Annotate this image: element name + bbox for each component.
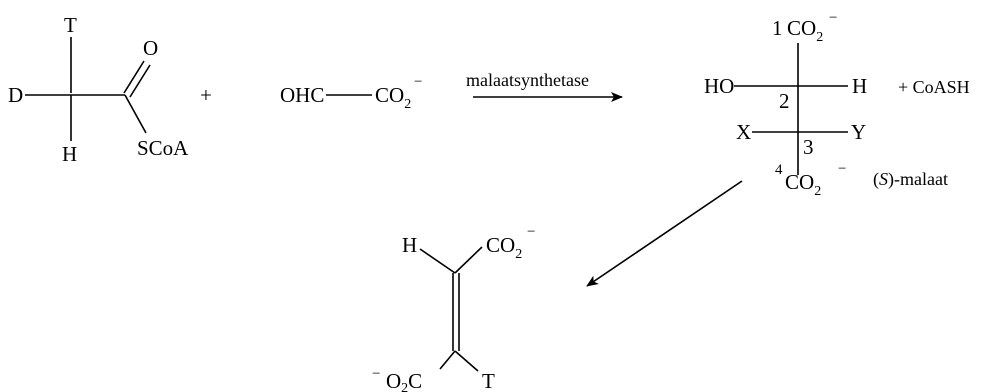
enzyme-label: malaatsynthetase — [466, 70, 589, 90]
fumarate-bottom-left-group: O2C — [386, 369, 422, 392]
bond-carbonyl-o-1 — [123, 60, 145, 94]
acetyl-atom-d: D — [8, 83, 23, 107]
acetyl-carbonyl-o: O — [143, 36, 158, 60]
s-malaat-label: (S)-malaat — [873, 169, 948, 190]
acetyl-thioester-scoa: SCoA — [137, 136, 189, 160]
bond-carbonyl-s — [124, 94, 147, 134]
malate-c1-charge: − — [829, 10, 837, 26]
acetyl-atom-t: T — [64, 13, 77, 37]
plus-sign-1: + — [200, 83, 212, 107]
fumarate-bond-h — [419, 248, 456, 274]
fumarate-bond-co2-top — [454, 246, 483, 274]
fumarate-bottom-left-charge: − — [372, 366, 380, 382]
malate-c1-number: 1 — [772, 16, 783, 40]
malate-c2-right: H — [852, 74, 867, 98]
malate-c2-number: 2 — [779, 89, 790, 113]
coash-product: + CoASH — [898, 77, 970, 97]
fumarate-structure: H CO2 − − O2C T — [372, 224, 535, 392]
fumarate-bottom-right-t: T — [482, 369, 495, 392]
malate-c3-right: Y — [851, 120, 866, 144]
malate-c4-charge: − — [838, 161, 846, 177]
malate-c4-number: 4 — [775, 162, 783, 178]
malate-structure: 1 CO2 − HO 2 H X 3 Y 4 CO2 − — [704, 10, 867, 199]
acetyl-atom-h: H — [62, 142, 77, 166]
fumarate-bond-co2-bottom — [439, 350, 456, 370]
bond-carbonyl-o-2 — [129, 64, 151, 98]
malate-c4-group: CO2 — [785, 170, 821, 199]
fumarate-top-right-charge: − — [527, 224, 535, 240]
fumarate-bond-t — [454, 350, 479, 372]
glyoxylate-aldehyde: OHC — [280, 83, 324, 107]
elimination-arrow — [586, 180, 743, 287]
malate-c3-number: 3 — [803, 135, 814, 159]
fumarate-top-right-group: CO2 — [486, 233, 522, 262]
malate-c1-group: CO2 — [787, 16, 823, 45]
glyoxylate-charge: − — [414, 74, 422, 90]
malate-c2-left: HO — [704, 74, 734, 98]
malate-c3-left: X — [736, 120, 751, 144]
acetyl-coa-structure: T D H O SCoA — [8, 13, 189, 166]
fumarate-top-left-h: H — [402, 233, 417, 257]
glyoxylate-structure: OHC CO2 − — [280, 74, 422, 112]
glyoxylate-carboxylate: CO2 — [375, 83, 411, 112]
